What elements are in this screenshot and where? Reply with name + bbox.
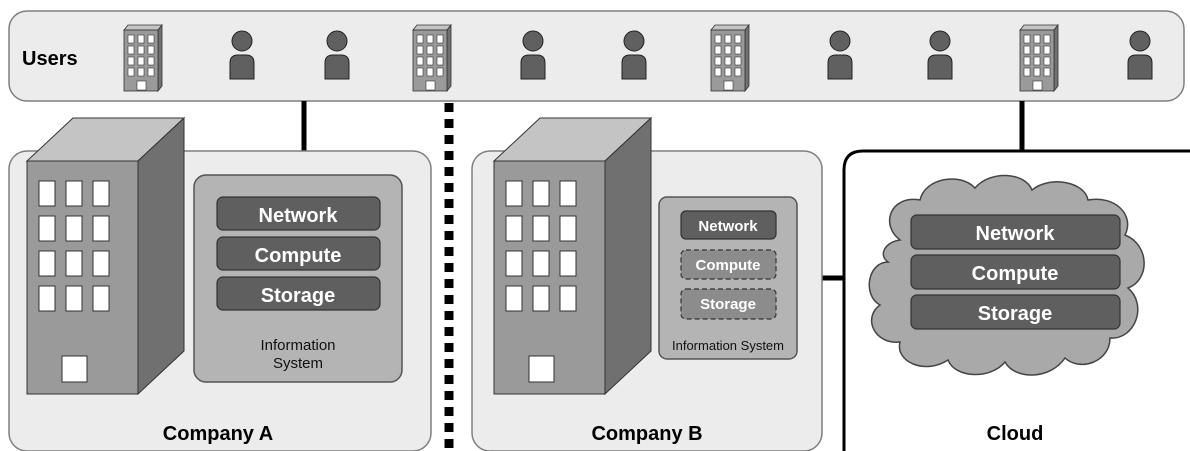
layer-storage: Storage [261,285,335,307]
building-icon [123,24,163,92]
company-b-panel: Network Compute Storage Information Syst… [471,117,823,451]
layer-storage: Storage [978,303,1052,325]
layer-storage: Storage [700,296,756,313]
building-icon [26,117,185,395]
company-a-panel: Network Compute Storage Information Syst… [8,117,432,451]
layer-network: Network [698,218,758,235]
users-label: Users [22,48,78,70]
company-b-label: Company B [591,423,702,445]
company-a-label: Company A [163,423,273,445]
layer-compute: Compute [972,263,1059,285]
information-system-a: Network Compute Storage Information Syst… [193,174,403,383]
layer-compute: Compute [255,245,342,267]
layer-network: Network [976,223,1056,245]
cloud-panel: Network Compute Storage Cloud [842,149,1190,451]
layer-network: Network [259,205,339,227]
information-system-b: Network Compute Storage Information Syst… [658,196,798,360]
users-bar: Users [8,10,1185,102]
layer-compute: Compute [696,257,761,274]
info-system-caption: System [273,355,323,372]
building-icon [493,117,652,395]
info-system-caption: Information System [672,338,784,353]
building-icon [1019,24,1059,92]
building-icon [412,24,452,92]
building-icon [710,24,750,92]
cloud-label: Cloud [987,423,1044,445]
info-system-caption: Information [260,337,335,354]
